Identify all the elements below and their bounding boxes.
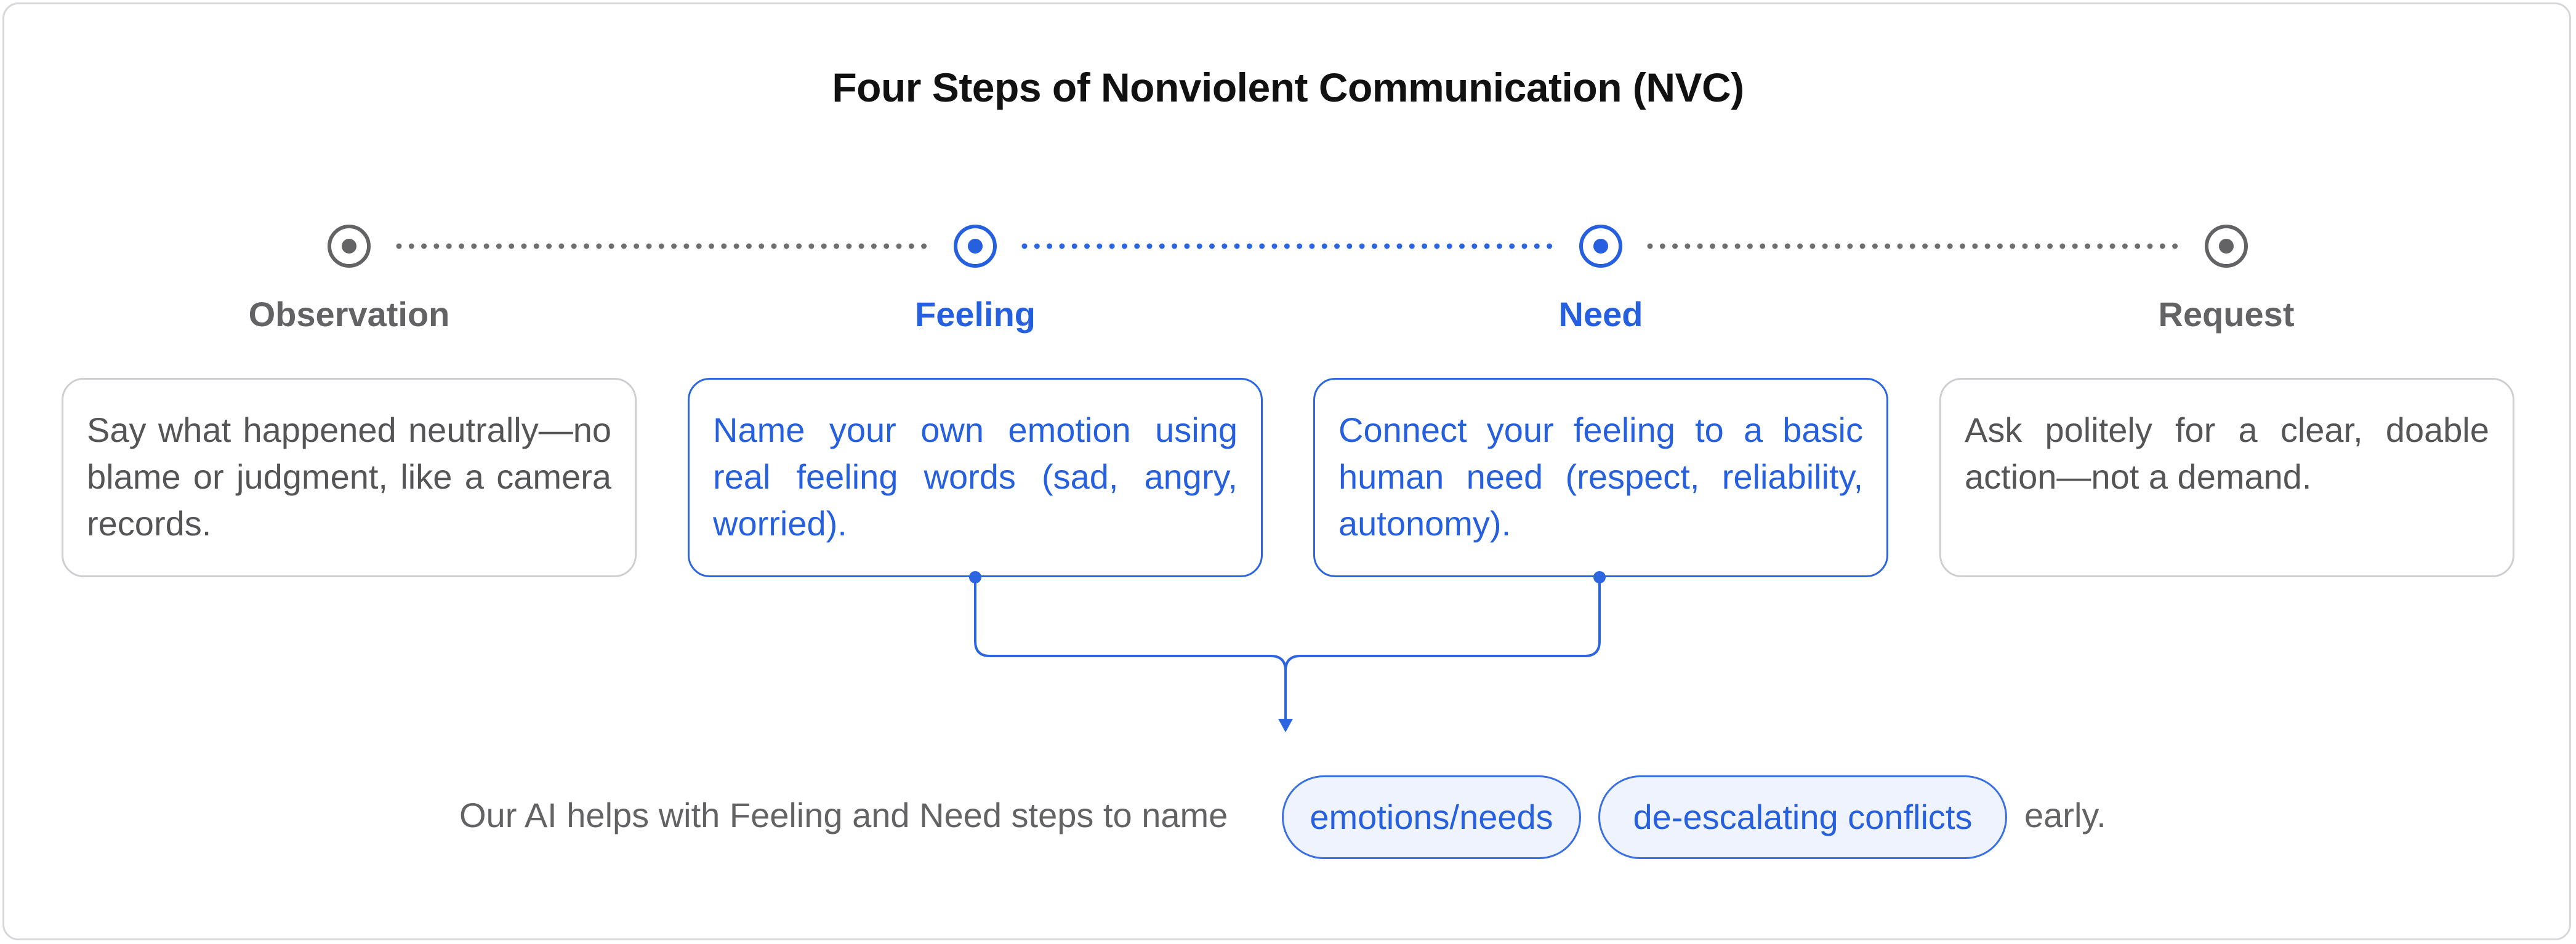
diagram-title: Four Steps of Nonviolent Communication (… xyxy=(832,65,1744,110)
summary-tail-text: early. xyxy=(2024,796,2106,834)
bracket-arrowhead xyxy=(1278,719,1293,732)
bracket-dot-need xyxy=(1593,571,1606,583)
summary-lead-text: Our AI helps with Feeling and Need steps… xyxy=(459,796,1228,834)
tag-de-escalating-conflicts: de-escalating conflicts xyxy=(1598,775,2007,859)
node-observation xyxy=(328,225,371,268)
step-label-need: Need xyxy=(1558,295,1643,334)
step-card-need: Connect your feeling to a basic human ne… xyxy=(1313,378,1888,577)
step-label-feeling: Feeling xyxy=(914,295,1036,334)
step-label-observation: Observation xyxy=(248,295,450,334)
feeling-need-bracket xyxy=(974,577,1601,720)
step-label-request: Request xyxy=(2158,295,2295,334)
node-request xyxy=(2205,225,2248,268)
step-card-observation: Say what happened neutrally—no blame or … xyxy=(62,378,637,577)
step-card-request: Ask politely for a clear, doable action—… xyxy=(1939,378,2514,577)
node-feeling xyxy=(954,225,997,268)
tag-emotions-needs: emotions/needs xyxy=(1282,775,1581,859)
bracket-dot-feeling xyxy=(969,571,981,583)
node-need xyxy=(1579,225,1622,268)
step-card-feeling: Name your own emotion using real feeling… xyxy=(688,378,1263,577)
